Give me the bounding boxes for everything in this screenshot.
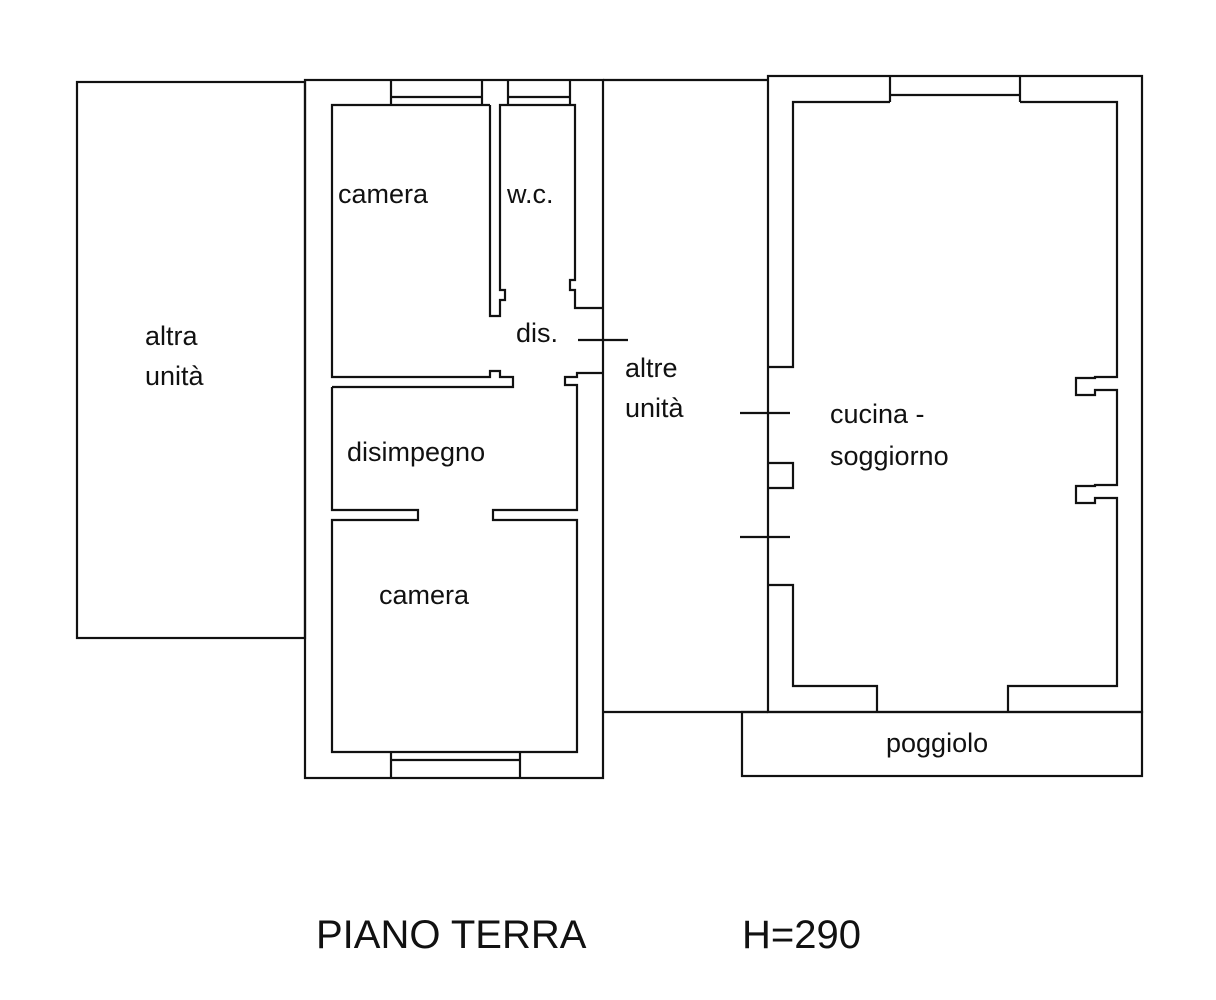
balcony	[740, 710, 1144, 778]
left-apartment-walls	[330, 80, 628, 778]
room-label-cucina: cucina -	[830, 399, 925, 429]
left-apartment-outline	[303, 78, 605, 780]
right-apartment-walls	[740, 76, 1119, 712]
room-label-altre-unita: altre	[625, 353, 678, 383]
plan-title: PIANO TERRA	[316, 913, 587, 957]
room-label-wc: w.c.	[506, 179, 554, 209]
room-label-disimpegno: disimpegno	[347, 437, 485, 467]
room-label-dis: dis.	[516, 318, 558, 348]
room-label-altre-unita-2: unità	[625, 393, 685, 423]
room-label-camera-bottom: camera	[379, 580, 470, 610]
room-label-altra-unita: altra	[145, 321, 199, 351]
room-label-poggiolo: poggiolo	[886, 728, 988, 758]
room-label-altra-unita-2: unità	[145, 361, 205, 391]
room-label-soggiorno: soggiorno	[830, 441, 949, 471]
room-label-camera-top: camera	[338, 179, 429, 209]
neighbor-unit-left	[75, 80, 307, 640]
ceiling-height-label: H=290	[742, 913, 861, 957]
